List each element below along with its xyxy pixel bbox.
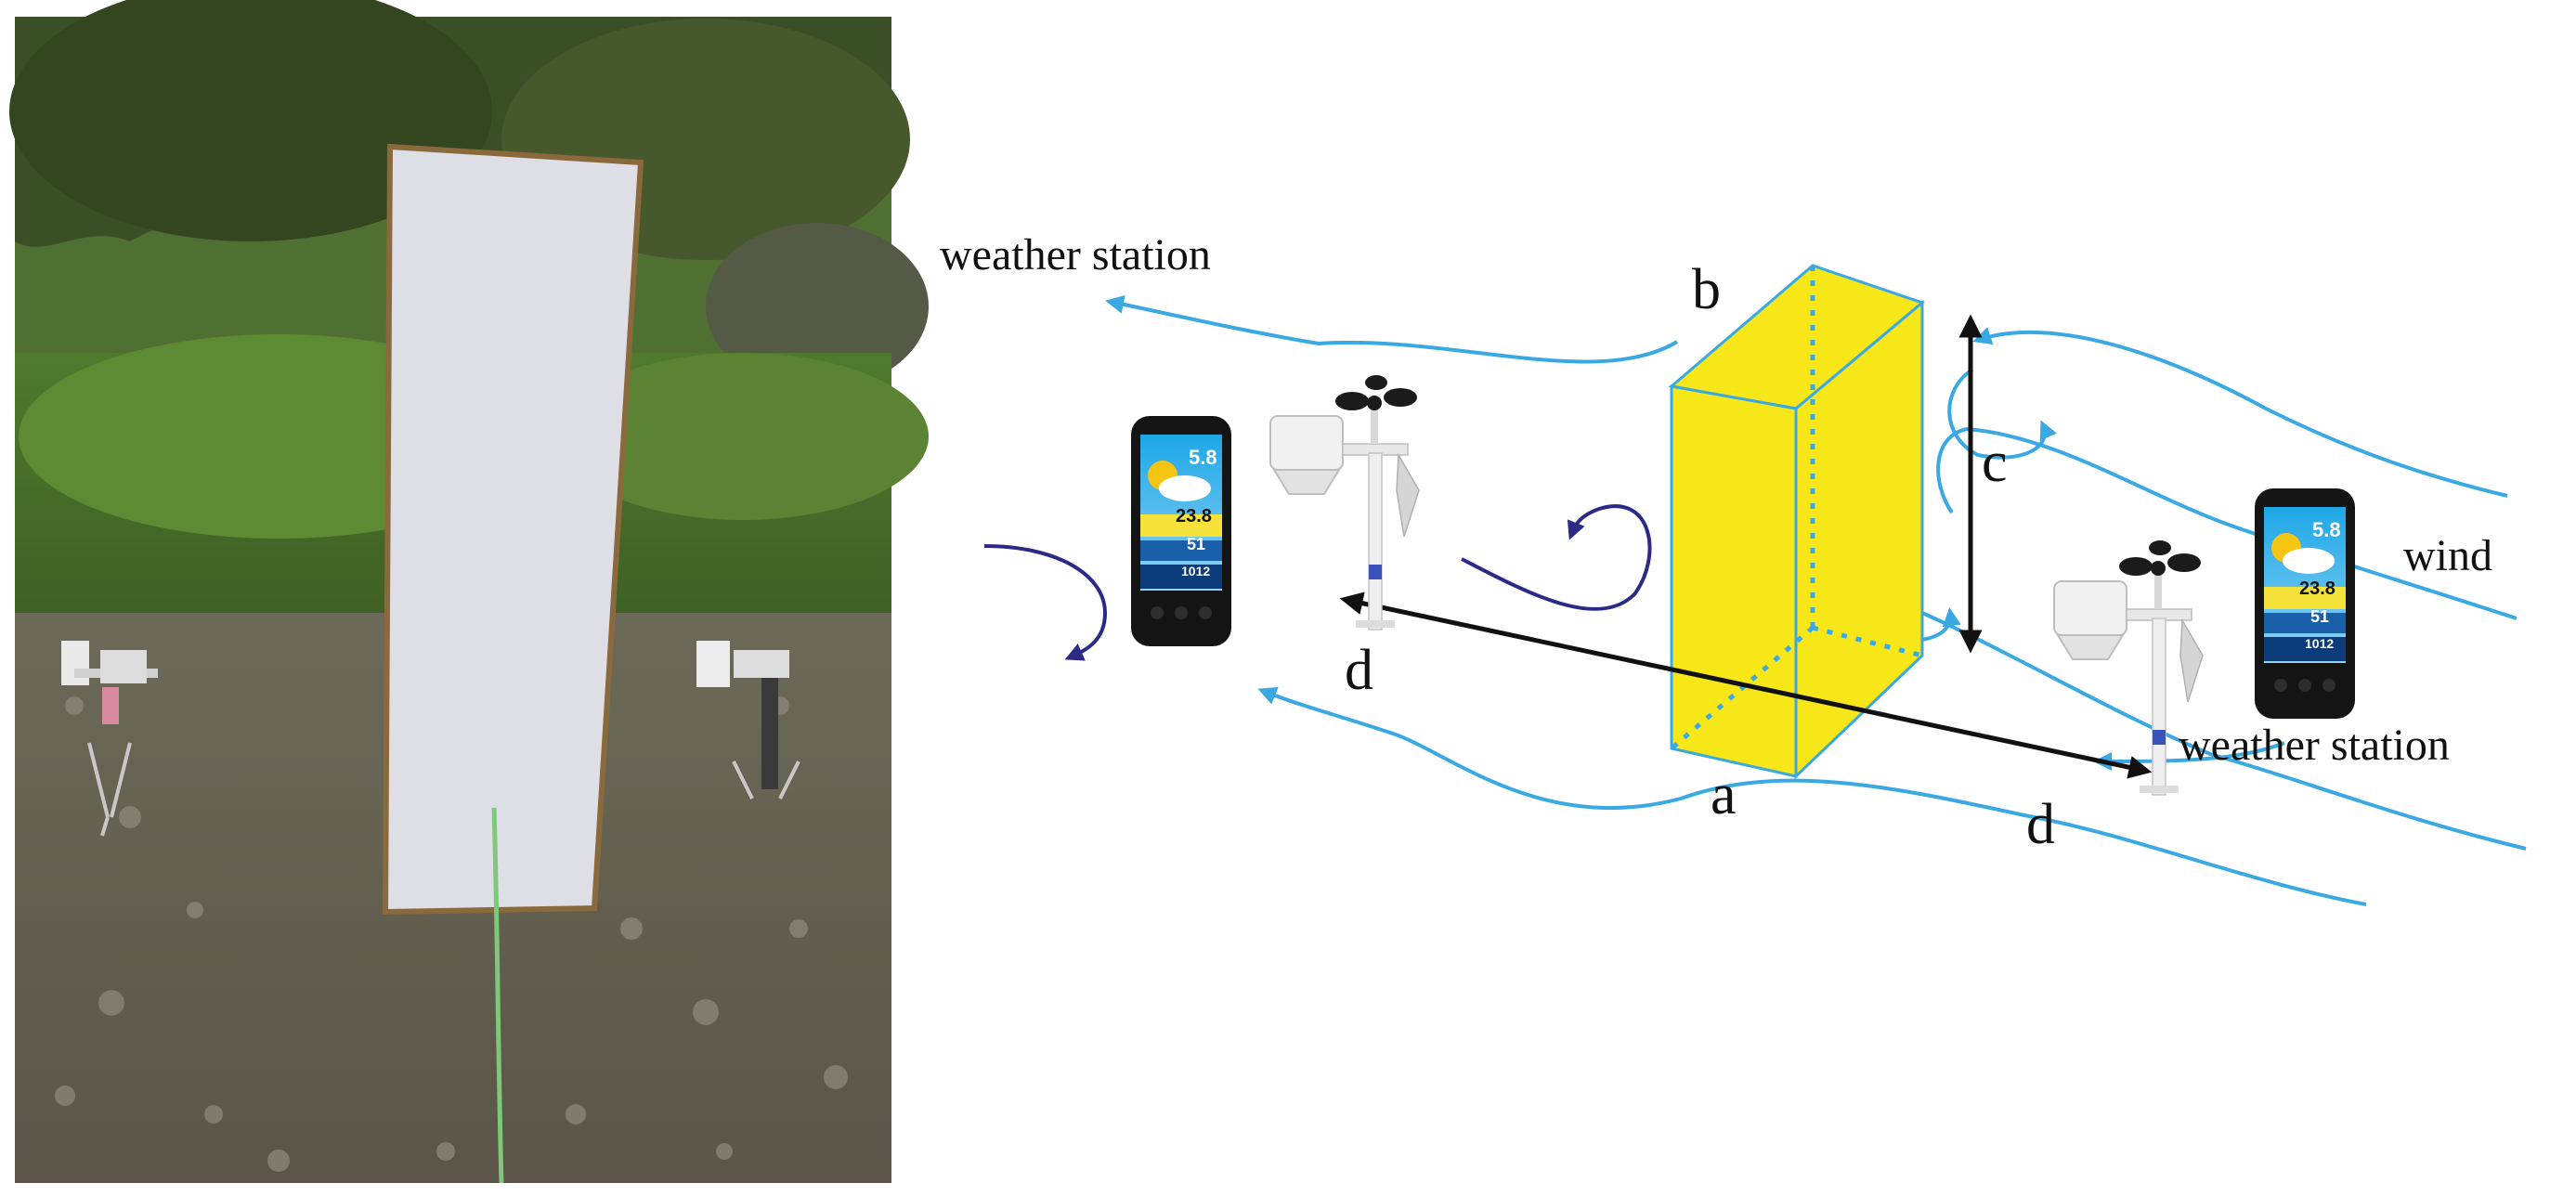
console-left-temp: 23.8 <box>1176 506 1212 526</box>
label-b: b <box>1692 258 1721 321</box>
field-photo <box>9 0 929 1184</box>
console-right-pressure: 1012 <box>2305 636 2334 651</box>
console-left-wind: 5.8 <box>1189 446 1217 469</box>
photo-barrier-board <box>382 143 644 916</box>
wake-eddies <box>983 504 1652 661</box>
console-right-temp: 23.8 <box>2299 578 2335 599</box>
console-right: 5.8 23.8 51 1012 <box>2255 488 2355 719</box>
dimension-arrows <box>1339 314 2153 779</box>
label-weather-station-right: weather station <box>2179 721 2450 770</box>
photo-station-right <box>696 641 800 800</box>
console-right-humidity: 51 <box>2310 607 2329 626</box>
console-left-pressure: 1012 <box>1181 564 1210 578</box>
console-left: 5.8 23.8 51 1012 <box>1131 416 1231 646</box>
console-left-humidity: 51 <box>1187 535 1205 553</box>
dimension-d-arrow <box>1339 592 2153 779</box>
label-weather-station-left: weather station <box>940 230 1211 280</box>
label-c: c <box>1982 431 2008 494</box>
label-d-right: d <box>2026 793 2055 856</box>
label-a: a <box>1711 763 1737 826</box>
console-right-wind: 5.8 <box>2312 518 2341 541</box>
station-left <box>1269 374 1420 630</box>
photo-station-left <box>61 641 158 837</box>
label-wind: wind <box>2403 531 2492 580</box>
schematic: 5.8 23.8 51 1012 5.8 23.8 51 1012 weathe… <box>940 230 2527 906</box>
barrier-box <box>1668 264 1926 780</box>
label-d-left: d <box>1345 639 1373 702</box>
